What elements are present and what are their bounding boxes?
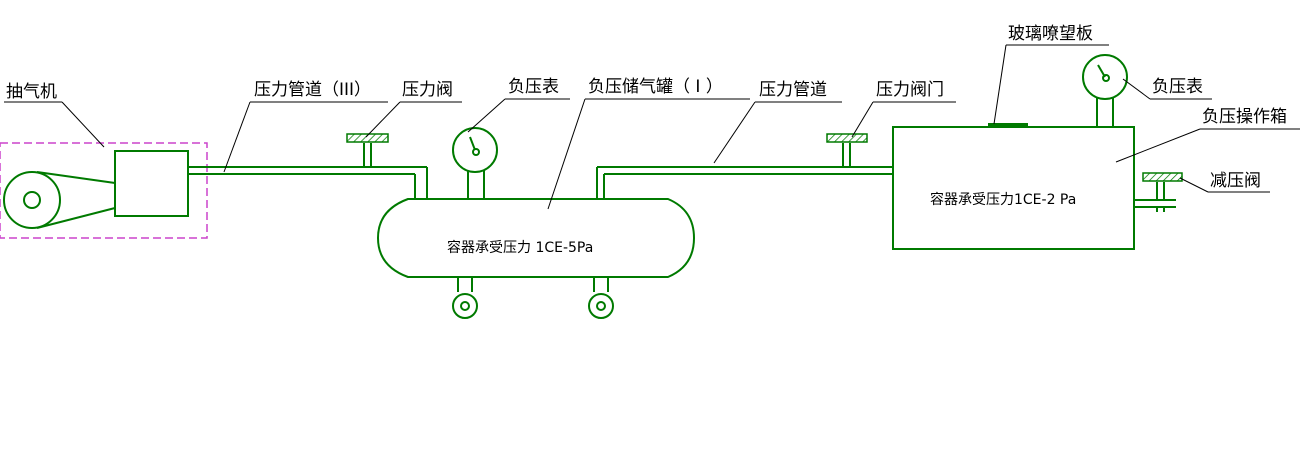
- label-valve-2: 压力阀门: [876, 80, 944, 100]
- tank-wheel-left: [452, 293, 478, 319]
- pressure-reducing-valve: [1142, 172, 1183, 182]
- label-gauge-1: 负压表: [508, 77, 559, 97]
- box-pressure-text: 容器承受压力1CE-2 Pa: [930, 191, 1076, 208]
- label-pipe: 压力管道: [759, 80, 827, 100]
- pump-enclosure-dashed: [0, 142, 208, 239]
- tank-wheel-right: [588, 293, 614, 319]
- pump-body: [114, 150, 189, 217]
- pump-assembly: [0, 142, 208, 239]
- label-glass-window: 玻璃嘹望板: [1008, 24, 1093, 44]
- belt-bottom: [36, 207, 116, 229]
- glass-view-window: [988, 123, 1028, 128]
- label-valve-1: 压力阀: [402, 80, 453, 100]
- pressure-pipe: [596, 133, 893, 199]
- pressure-valve-2: [826, 133, 868, 143]
- label-pump: 抽气机: [6, 82, 57, 102]
- label-gauge-2: 负压表: [1152, 77, 1203, 97]
- label-operation-box: 负压操作箱: [1202, 107, 1287, 127]
- pressure-valve-1: [346, 133, 389, 143]
- label-pipe-3: 压力管道（III）: [254, 80, 371, 100]
- pressure-pipe-3: [188, 133, 428, 199]
- label-reducing-valve: 减压阀: [1210, 171, 1261, 191]
- motor-pulley-hub: [23, 191, 41, 209]
- belt-top: [36, 171, 116, 184]
- tank-pressure-text: 容器承受压力 1CE-5Pa: [447, 239, 593, 256]
- vacuum-operation-box: [892, 54, 1183, 250]
- label-tank-1: 负压储气罐（ I ）: [588, 77, 723, 97]
- motor-pulley: [3, 171, 61, 229]
- vacuum-tank-1: [376, 127, 696, 319]
- leader-lines: [4, 44, 1300, 210]
